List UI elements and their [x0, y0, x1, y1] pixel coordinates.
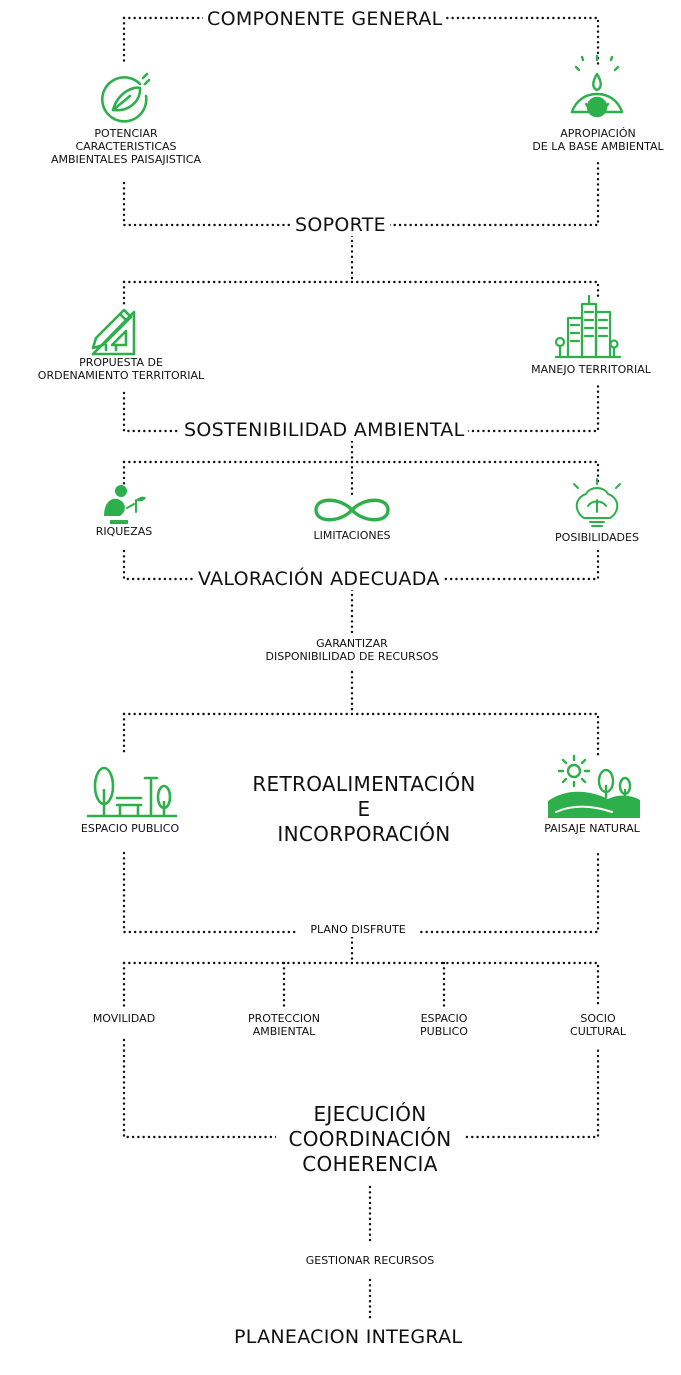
heading-line: EJECUCIÓN — [313, 1102, 427, 1126]
dimension-socio-cultural-label: SOCIO CULTURAL — [552, 1012, 644, 1039]
person-planting-icon — [104, 485, 146, 524]
lightbulb-brain-icon — [573, 478, 621, 527]
sostenibilidad-ambiental-heading: SOSTENIBILIDAD AMBIENTAL — [180, 419, 469, 442]
espacio-publico-label: ESPACIO PUBLICO — [58, 822, 202, 836]
limitaciones-label: LIMITACIONES — [290, 529, 414, 543]
label-line: CARACTERISTICAS — [75, 139, 177, 153]
apropiacion-label: APROPIACIÓN DE LA BASE AMBIENTAL — [520, 127, 676, 154]
ruler-pencil-icon — [91, 308, 136, 356]
label-line: SOCIO — [580, 1012, 616, 1025]
componente-general-heading: COMPONENTE GENERAL — [203, 8, 447, 31]
label-line: AMBIENTAL — [252, 1024, 316, 1038]
posibilidades-label: POSIBILIDADES — [532, 531, 662, 545]
ejecucion-heading: EJECUCIÓN COORDINACIÓN COHERENCIA — [276, 1102, 464, 1177]
label-line: APROPIACIÓN — [560, 127, 636, 140]
dimension-espacio-publico-label: ESPACIO PUBLICO — [400, 1012, 488, 1039]
garantizar-label: GARANTIZAR DISPONIBILIDAD DE RECURSOS — [236, 637, 468, 664]
heading-line: INCORPORACIÓN — [277, 822, 451, 846]
plano-disfrute-label: PLANO DISFRUTE — [296, 923, 420, 937]
heading-line: E — [357, 797, 371, 821]
heading-line: COORDINACIÓN — [288, 1127, 452, 1151]
dimension-movilidad-label: MOVILIDAD — [76, 1012, 172, 1026]
paisaje-natural-label: PAISAJE NATURAL — [520, 822, 664, 836]
label-line: ESPACIO — [420, 1012, 468, 1025]
label-line: PROTECCION — [247, 1012, 321, 1025]
hands-globe-icon — [570, 54, 624, 118]
label-line: MOVILIDAD — [92, 1012, 156, 1025]
heading-line: RETROALIMENTACIÓN — [252, 772, 476, 796]
label-line: PROPUESTA DE — [79, 356, 163, 369]
sun-hills-icon — [548, 754, 640, 818]
heading-line: COHERENCIA — [302, 1152, 438, 1176]
potenciar-label: POTENCIAR CARACTERISTICAS AMBIENTALES PA… — [46, 127, 206, 167]
label-line: POTENCIAR — [94, 127, 158, 140]
gestionar-recursos-label: GESTIONAR RECURSOS — [280, 1254, 460, 1268]
riquezas-label: RIQUEZAS — [78, 525, 170, 539]
park-bench-icon — [86, 766, 178, 818]
infinity-icon — [314, 498, 390, 522]
propuesta-label: PROPUESTA DE ORDENAMIENTO TERRITORIAL — [4, 356, 238, 383]
label-line: DISPONIBILIDAD DE RECURSOS — [265, 649, 439, 663]
retroalimentacion-heading: RETROALIMENTACIÓN E INCORPORACIÓN — [236, 772, 492, 847]
city-buildings-icon — [554, 294, 622, 359]
valoracion-adecuada-heading: VALORACIÓN ADECUADA — [194, 568, 444, 591]
manejo-label: MANEJO TERRITORIAL — [513, 363, 669, 377]
leaf-circle-icon — [101, 72, 151, 123]
label-line: CULTURAL — [570, 1024, 626, 1038]
dimension-proteccion-label: PROTECCION AMBIENTAL — [234, 1012, 334, 1039]
label-line: AMBIENTALES PAISAJISTICA — [51, 152, 201, 166]
soporte-heading: SOPORTE — [291, 214, 390, 237]
label-line: GARANTIZAR — [316, 637, 388, 650]
label-line: ORDENAMIENTO TERRITORIAL — [37, 368, 205, 382]
label-line: DE LA BASE AMBIENTAL — [532, 139, 664, 153]
label-line: PUBLICO — [420, 1024, 468, 1038]
planeacion-integral-heading: PLANEACION INTEGRAL — [234, 1326, 463, 1348]
